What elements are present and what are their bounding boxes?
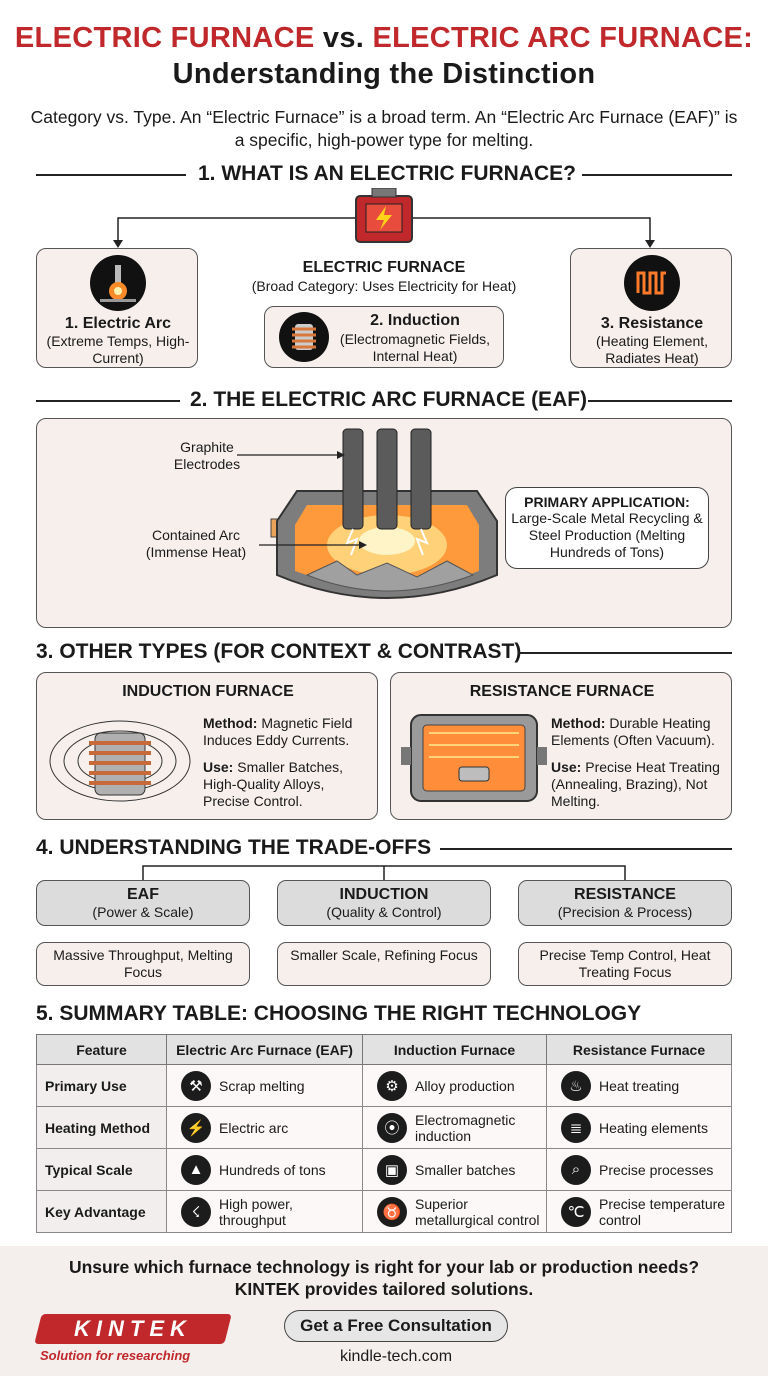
page-title: ELECTRIC FURNACE vs. ELECTRIC ARC FURNAC… (14, 22, 754, 54)
alloy-icon: ⚙ (377, 1070, 407, 1101)
magnifier-icon: ⌕ (561, 1154, 591, 1185)
section3-heading: 3. OTHER TYPES (FOR CONTEXT & CONTRAST) (36, 640, 522, 663)
summary-table-wrap: Feature Electric Arc Furnace (EAF) Induc… (36, 1034, 732, 1233)
intro-text: Category vs. Type. An “Electric Furnace”… (30, 107, 738, 150)
induction-coil-icon (279, 312, 329, 362)
tradeoff-induction: INDUCTION (Quality & Control) (277, 880, 491, 926)
flame-icon: ♨ (561, 1070, 591, 1101)
kintek-logo: KINTEK (34, 1314, 232, 1344)
divider (588, 400, 732, 402)
electric-furnace-sub: (Broad Category: Uses Electricity for He… (251, 278, 517, 294)
eaf-panel: Graphite Electrodes Contained Arc (Immen… (36, 418, 732, 628)
section4-heading: 4. UNDERSTANDING THE TRADE-OFFS (36, 836, 432, 859)
tradeoff-resistance: RESISTANCE (Precision & Process) (518, 880, 732, 926)
eaf-furnace-illustration (270, 428, 498, 599)
cta-line2: KINTEK provides tailored solutions. (234, 1279, 534, 1299)
resistance-oven-illustration (401, 714, 547, 802)
tradeoff-induction-focus: Smaller Scale, Refining Focus (277, 942, 491, 986)
section2-heading: 2. THE ELECTRIC ARC FURNACE (EAF) (190, 388, 588, 411)
card-resistance: 3. Resistance (Heating Element, Radiates… (570, 248, 732, 368)
heating-element-icon (624, 255, 680, 311)
card-electric-arc: 1. Electric Arc (Extreme Temps, High-Cur… (36, 248, 198, 368)
batch-icon: ▣ (377, 1154, 407, 1185)
tradeoff-eaf: EAF (Power & Scale) (36, 880, 250, 926)
divider (36, 400, 180, 402)
coil-icon: ⦿ (377, 1112, 407, 1143)
section1-heading: 1. WHAT IS AN ELECTRIC FURNACE? (198, 162, 576, 185)
footer: Unsure which furnace technology is right… (0, 1246, 768, 1376)
electric-furnace-label: ELECTRIC FURNACE (302, 259, 466, 276)
website-link[interactable]: kindle-tech.com (339, 1348, 453, 1365)
thermometer-icon: ℃ (561, 1196, 591, 1227)
divider (36, 174, 186, 176)
cta-line1: Unsure which furnace technology is right… (68, 1257, 700, 1277)
tradeoff-eaf-focus: Massive Throughput, Melting Focus (36, 942, 250, 986)
table-row: Heating Method ⚡Electric arc ⦿Electromag… (36, 1106, 732, 1149)
page-subtitle: Understanding the Distinction (172, 58, 596, 90)
arc-pointer (259, 541, 367, 549)
section5-heading: 5. SUMMARY TABLE: CHOOSING THE RIGHT TEC… (36, 1002, 642, 1025)
induction-coil-illustration (49, 720, 191, 802)
table-header-row: Feature Electric Arc Furnace (EAF) Induc… (36, 1034, 732, 1065)
divider (582, 174, 732, 176)
resistance-furnace-card: RESISTANCE FURNACE Method: Durable Heati… (390, 672, 732, 820)
application-callout: PRIMARY APPLICATION: Large-Scale Metal R… (505, 487, 709, 569)
bull-icon: ♉ (377, 1196, 407, 1227)
tradeoff-connector (142, 865, 626, 880)
table-row: Typical Scale ▲Hundreds of tons ▣Smaller… (36, 1148, 732, 1191)
bolt-icon: ☇ (181, 1196, 211, 1227)
hierarchy-connector (113, 188, 655, 248)
card-induction: 2. Induction (Electromagnetic Fields, In… (264, 306, 504, 368)
electrodes-label: Graphite Electrodes (173, 439, 241, 472)
element-icon: ≣ (561, 1112, 591, 1143)
arc-icon: ⚡ (181, 1112, 211, 1143)
table-row: Primary Use ⚒Scrap melting ⚙Alloy produc… (36, 1064, 732, 1107)
divider (518, 652, 732, 654)
scrap-icon: ⚒ (181, 1070, 211, 1101)
divider (440, 848, 732, 850)
electric-arc-icon (90, 255, 146, 311)
induction-furnace-card: INDUCTION FURNACE Method: Magnetic Field… (36, 672, 378, 820)
electrodes-pointer (237, 451, 345, 459)
logo-tagline: Solution for researching (40, 1348, 191, 1363)
weight-icon: ▲ (181, 1154, 211, 1185)
summary-table: Feature Electric Arc Furnace (EAF) Induc… (36, 1034, 732, 1233)
table-row: Key Advantage ☇High power, throughput ♉S… (36, 1190, 732, 1233)
free-consultation-button[interactable]: Get a Free Consultation (284, 1310, 508, 1342)
tradeoff-resistance-focus: Precise Temp Control, Heat Treating Focu… (518, 942, 732, 986)
arc-label: Contained Arc (Immense Heat) (145, 527, 247, 560)
